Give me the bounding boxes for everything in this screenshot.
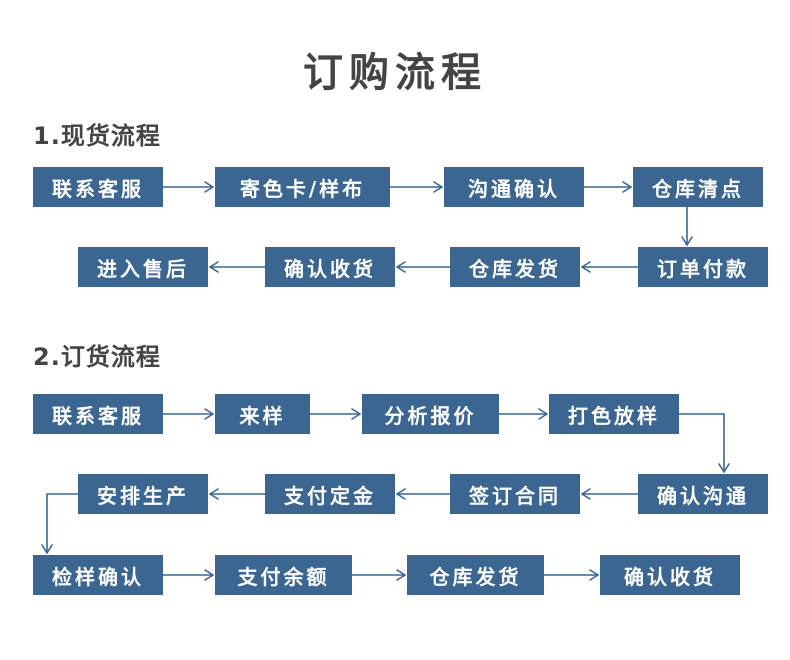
s2-step-deposit: 支付定金 <box>265 474 395 514</box>
s1-arrow-2 <box>389 181 443 193</box>
s1-step-order-payment: 订单付款 <box>638 247 768 287</box>
s1-arrow-6 <box>396 261 451 273</box>
s2-step-balance: 支付余额 <box>215 555 352 595</box>
s2-arrow-9 <box>162 569 214 581</box>
s2-arrow-11 <box>543 569 599 581</box>
s1-arrow-5 <box>581 261 639 273</box>
s2-step-warehouse-ship: 仓库发货 <box>407 555 544 595</box>
s2-step-production: 安排生产 <box>78 474 208 514</box>
s2-arrow-1 <box>162 408 214 420</box>
s2-step-sample: 来样 <box>215 394 310 434</box>
s1-step-confirm: 沟通确认 <box>444 167 584 207</box>
s1-step-after-sales: 进入售后 <box>78 247 208 287</box>
s2-step-contact-service: 联系客服 <box>33 394 163 434</box>
s1-step-confirm-receipt: 确认收货 <box>265 247 395 287</box>
s2-arrow-3 <box>498 408 548 420</box>
s2-arrow-6 <box>396 488 451 500</box>
s2-arrow-5 <box>581 488 639 500</box>
s1-step-contact-service: 联系客服 <box>33 167 163 207</box>
s2-arrow-10 <box>351 569 406 581</box>
s2-step-color-sample: 打色放样 <box>549 394 679 434</box>
s1-step-warehouse-ship: 仓库发货 <box>450 247 580 287</box>
s2-step-quote: 分析报价 <box>362 394 499 434</box>
s2-step-contract: 签订合同 <box>450 474 580 514</box>
page-title: 订购流程 <box>303 50 487 96</box>
section1-heading: 1.现货流程 <box>33 122 161 150</box>
s2-step-inspect: 检样确认 <box>33 555 163 595</box>
s2-arrow-4 <box>678 413 730 473</box>
s1-arrow-7 <box>209 261 266 273</box>
s1-arrow-3 <box>583 181 632 193</box>
s2-arrow-2 <box>309 408 361 420</box>
section2-heading: 2.订货流程 <box>33 343 161 371</box>
s2-arrow-8 <box>41 493 79 554</box>
s1-step-send-samples: 寄色卡/样布 <box>215 167 390 207</box>
s1-step-warehouse-count: 仓库清点 <box>633 167 763 207</box>
s2-step-confirm-communicate: 确认沟通 <box>638 474 768 514</box>
s1-arrow-1 <box>162 181 214 193</box>
s1-arrow-4 <box>681 206 693 246</box>
s2-step-confirm-receipt: 确认收货 <box>600 555 740 595</box>
s2-arrow-7 <box>209 488 266 500</box>
